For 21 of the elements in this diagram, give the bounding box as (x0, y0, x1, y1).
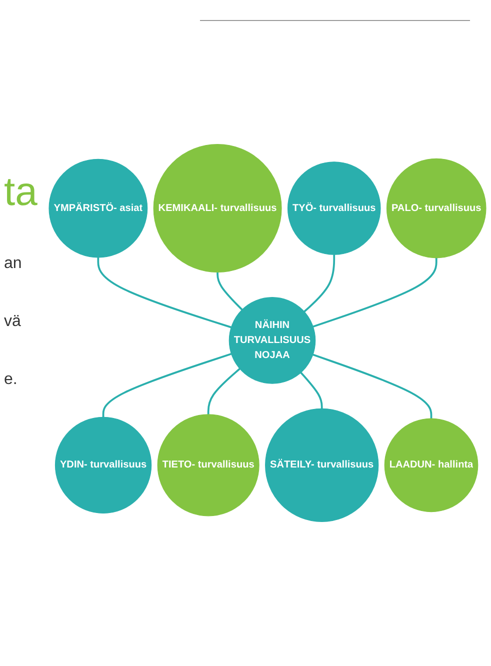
connector (97, 257, 232, 328)
node-circle: TIETO- turvallisuus (157, 414, 260, 516)
text-fragment: e. (4, 371, 18, 389)
connector (304, 254, 336, 312)
node-circle: KEMIKAALI- turvallisuus (153, 144, 282, 273)
connector (300, 372, 323, 409)
text-fragment: vä (4, 313, 22, 331)
node-circle: SÄTEILY- turvallisuus (265, 408, 379, 522)
connector (312, 258, 438, 328)
node-circle: LAADUN- hallinta (384, 418, 478, 512)
node-circle: PALO- turvallisuus (386, 158, 486, 258)
node-circle: YDIN- turvallisuus (54, 416, 152, 514)
node-circle: NÄIHIN TURVALLISUUS NOJAA (228, 297, 316, 384)
connector (207, 368, 240, 414)
node-circle: YMPÄRISTÖ- asiat (48, 158, 148, 258)
heading-fragment: ta (4, 170, 38, 215)
node-circle: TYÖ- turvallisuus (287, 162, 381, 255)
text-fragment: an (4, 255, 23, 273)
connector (312, 354, 432, 419)
connector (102, 353, 232, 418)
connector (216, 272, 243, 310)
